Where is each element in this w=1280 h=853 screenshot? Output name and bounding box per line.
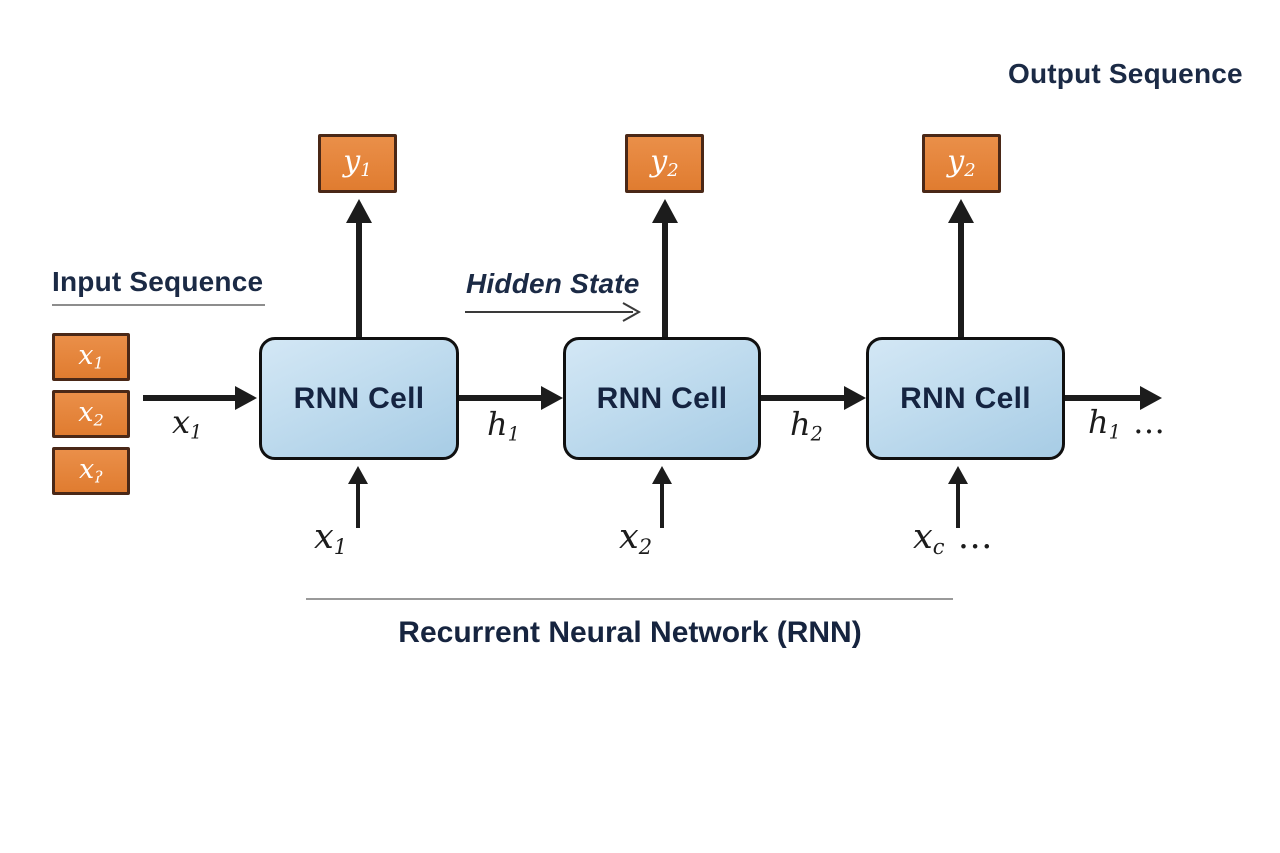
cell-input-label-2: x2	[619, 517, 653, 559]
input-sequence-underline	[52, 304, 265, 306]
input-box-3: xʔ	[52, 447, 130, 495]
arrow-up-icon	[652, 466, 672, 484]
hidden-state-arrow	[465, 302, 642, 322]
arrow-right-icon	[541, 386, 563, 410]
input-box-3-label: xʔ	[79, 454, 103, 487]
arrow-right-icon	[235, 386, 257, 410]
input-box-2: x2	[52, 390, 130, 438]
cell-input-arrow-1	[348, 466, 368, 528]
rnn-cell-3: RNN Cell	[866, 337, 1065, 460]
arrow-right-icon	[844, 386, 866, 410]
cell-input-arrow-2	[652, 466, 672, 528]
arrow-up-icon	[948, 466, 968, 484]
flow-arrow-input	[143, 386, 257, 410]
cell-input-label-3: xc …	[913, 517, 995, 559]
output-sequence-title: Output Sequence	[1008, 58, 1243, 89]
output-box-2: y2	[625, 134, 704, 193]
flow-arrow-out	[1065, 386, 1162, 410]
hidden-state-title: Hidden State	[466, 268, 640, 299]
arrow-up-icon	[348, 466, 368, 484]
output-box-2-label: y2	[650, 143, 679, 182]
output-box-3-label: y2	[947, 143, 976, 182]
input-box-1: x1	[52, 333, 130, 381]
output-box-3: y2	[922, 134, 1001, 193]
flow-arrow-h2	[761, 386, 866, 410]
output-box-1-label: y1	[343, 143, 372, 182]
rnn-cell-1-label: RNN Cell	[293, 381, 425, 415]
output-arrow-2	[652, 199, 678, 337]
output-box-1: y1	[318, 134, 397, 193]
rnn-cell-2: RNN Cell	[563, 337, 761, 460]
cell-input-label-1: x1	[314, 517, 348, 559]
cell-input-arrow-3	[948, 466, 968, 528]
flow-arrow-h1	[459, 386, 563, 410]
edge-label-h-out: h1 …	[1088, 403, 1167, 444]
rnn-cell-2-label: RNN Cell	[596, 381, 728, 415]
edge-label-h2: h2	[790, 405, 823, 446]
edge-label-x1: x1	[172, 403, 203, 444]
arrow-right-icon	[1140, 386, 1162, 410]
output-arrow-3	[948, 199, 974, 337]
diagram-caption: Recurrent Neural Network (RNN)	[398, 616, 862, 649]
rnn-cell-3-label: RNN Cell	[900, 381, 1031, 415]
input-sequence-title: Input Sequence	[52, 266, 264, 297]
input-box-1-label: x1	[78, 340, 104, 373]
input-box-2-label: x2	[78, 397, 104, 430]
section-divider	[306, 598, 953, 600]
rnn-cell-1: RNN Cell	[259, 337, 459, 460]
output-arrow-1	[346, 199, 372, 337]
edge-label-h1: h1	[487, 405, 520, 446]
